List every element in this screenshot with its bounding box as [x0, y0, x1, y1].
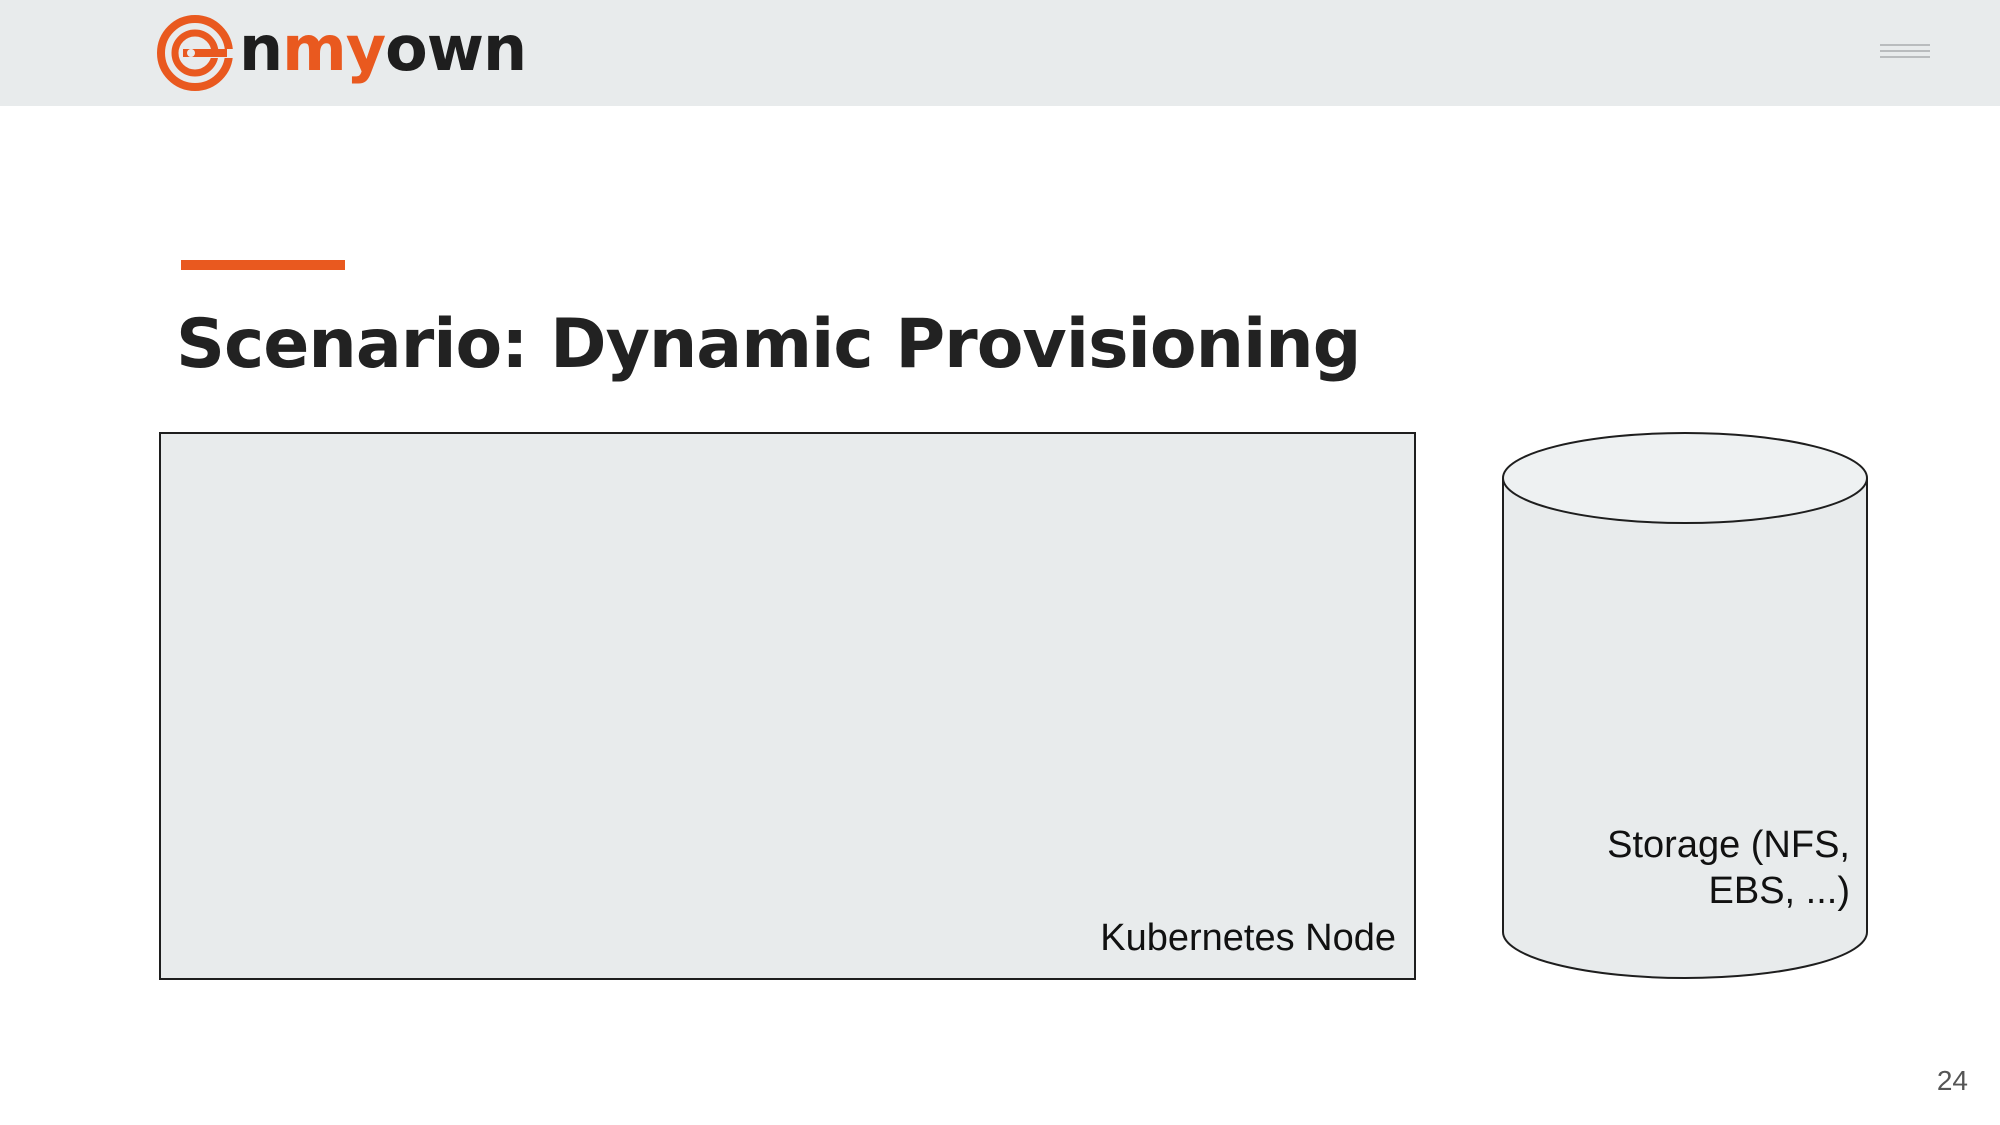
- slide-title: Scenario: Dynamic Provisioning: [176, 305, 1361, 384]
- logo-text-part1: n: [239, 12, 283, 85]
- title-accent-bar: [181, 260, 345, 270]
- storage-label: Storage (NFS, EBS, ...): [1607, 824, 1850, 913]
- logo-wordmark: nmyown: [239, 18, 527, 80]
- kubernetes-node-label: Kubernetes Node: [1100, 917, 1396, 959]
- kubernetes-node-box: Kubernetes Node: [159, 432, 1416, 980]
- storage-cylinder: Storage (NFS, EBS, ...): [1500, 430, 1870, 982]
- logo-text-part2: my: [282, 12, 386, 85]
- logo-text-part3: own: [385, 12, 527, 85]
- hamburger-menu-icon[interactable]: [1880, 44, 1930, 64]
- storage-cylinder-shape: [1502, 432, 1868, 979]
- page-number: 24: [1936, 1065, 1968, 1096]
- target-g-icon: [157, 15, 235, 91]
- logo[interactable]: nmyown: [155, 12, 527, 94]
- header-bar: nmyown: [0, 0, 2000, 106]
